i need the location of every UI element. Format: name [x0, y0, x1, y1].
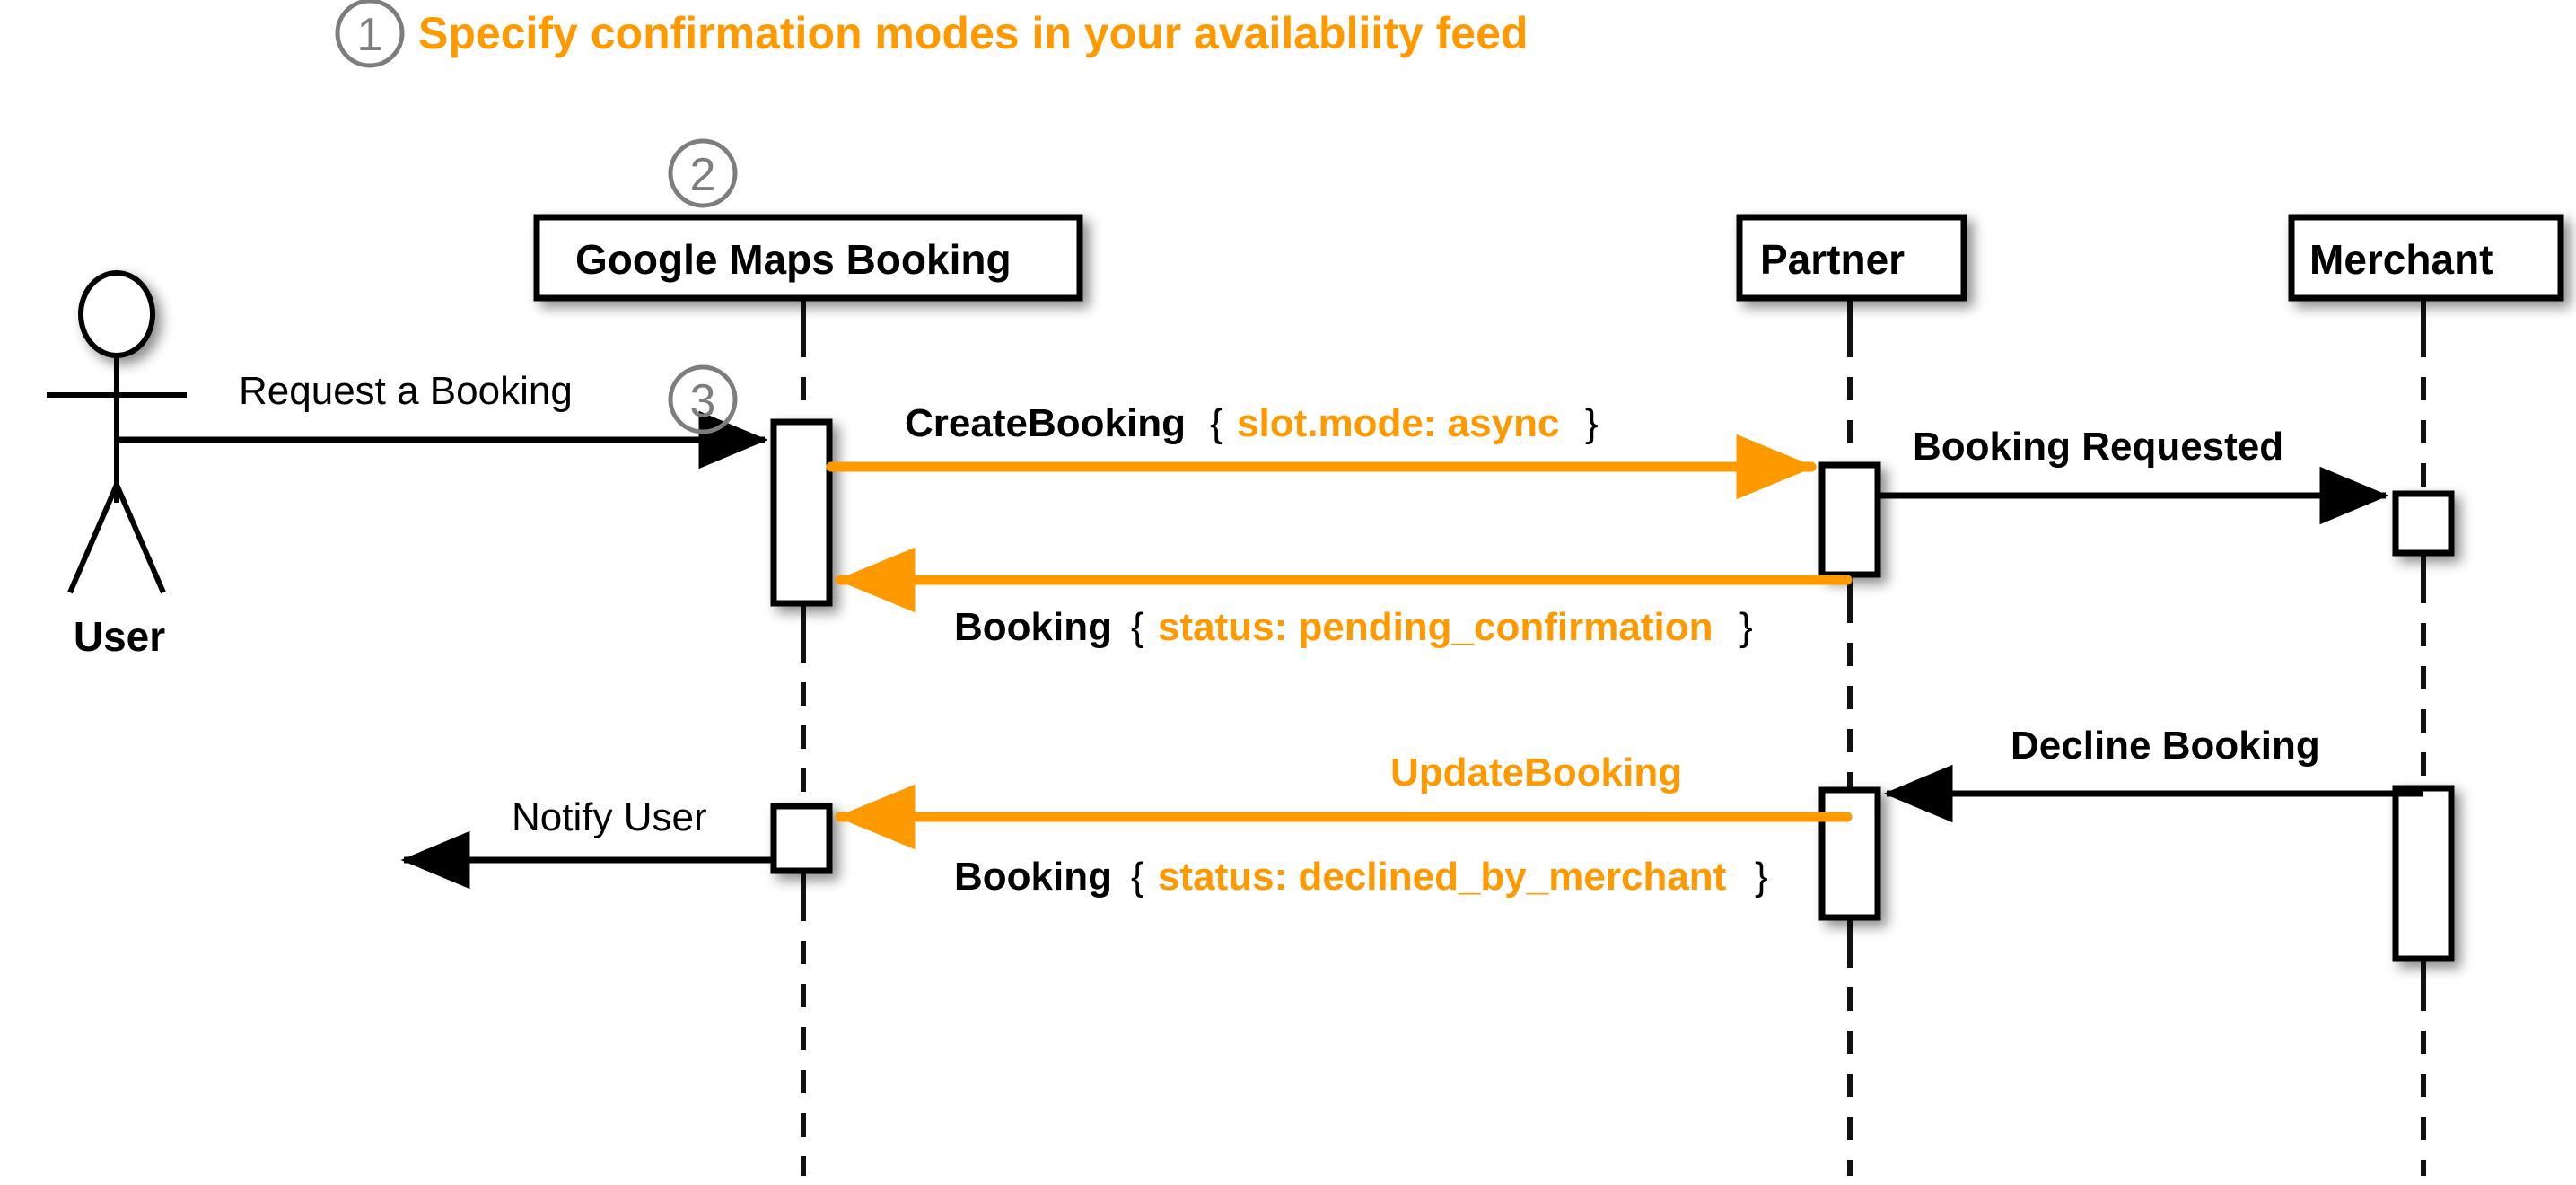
- message-label-booking-pending-method: Booking: [954, 605, 1112, 649]
- step-badge-3-label: 3: [690, 375, 716, 427]
- activation-gmb-1: [770, 418, 833, 607]
- message-label-booking-declined-payload: status: declined_by_merchant: [1158, 855, 1727, 899]
- message-label-booking-pending-brace-close: }: [1739, 605, 1753, 649]
- actor-header-merchant[interactable]: [2288, 214, 2564, 302]
- page-title: Specify confirmation modes in your avail…: [418, 8, 1528, 58]
- message-label-booking-pending-payload: status: pending_confirmation: [1158, 605, 1713, 649]
- actor-label-user: User: [74, 613, 165, 660]
- actor-label-gmb: Google Maps Booking: [575, 236, 1012, 283]
- message-label-create-booking: CreateBooking { slot.mode: async }: [905, 401, 1599, 445]
- message-label-booking-declined: Booking { status: declined_by_merchant }: [954, 855, 1768, 899]
- step-badge-2-label: 2: [690, 149, 716, 201]
- actor-user-stick-figure[interactable]: [47, 270, 187, 594]
- message-label-create-booking-method: CreateBooking: [905, 401, 1186, 445]
- activation-partner-1: [1818, 461, 1881, 578]
- activation-partner-2: [1818, 786, 1881, 921]
- message-label-create-booking-brace-close: }: [1585, 401, 1599, 445]
- message-label-booking-declined-method: Booking: [954, 855, 1112, 899]
- message-label-booking-pending: Booking { status: pending_confirmation }: [954, 605, 1753, 649]
- message-label-booking-declined-brace-close: }: [1755, 855, 1768, 899]
- message-label-notify-user: Notify User: [512, 795, 707, 839]
- step-badge-1-label: 1: [357, 9, 383, 61]
- activation-gmb-2: [770, 803, 833, 874]
- step-badge-3: 3: [668, 364, 738, 434]
- activation-merchant-2: [2392, 785, 2455, 962]
- message-label-booking-pending-brace-open: {: [1131, 605, 1144, 649]
- activation-merchant-1: [2392, 490, 2455, 557]
- step-badge-1: 1: [335, 0, 405, 68]
- actor-header-gmb[interactable]: [533, 214, 1083, 302]
- message-label-create-booking-payload: slot.mode: async: [1237, 401, 1559, 445]
- actor-label-merchant: Merchant: [2309, 236, 2493, 283]
- message-label-request-a-booking: Request a Booking: [239, 369, 573, 413]
- message-label-decline-booking: Decline Booking: [2011, 724, 2320, 768]
- step-badge-2: 2: [668, 138, 738, 208]
- actor-header-partner[interactable]: [1736, 214, 1967, 302]
- actor-label-partner: Partner: [1760, 236, 1905, 283]
- message-label-booking-requested: Booking Requested: [1913, 425, 2283, 469]
- message-label-booking-declined-brace-open: {: [1131, 855, 1144, 899]
- message-label-update-booking-method: UpdateBooking: [1390, 750, 1682, 794]
- message-label-create-booking-brace-open: {: [1210, 401, 1223, 445]
